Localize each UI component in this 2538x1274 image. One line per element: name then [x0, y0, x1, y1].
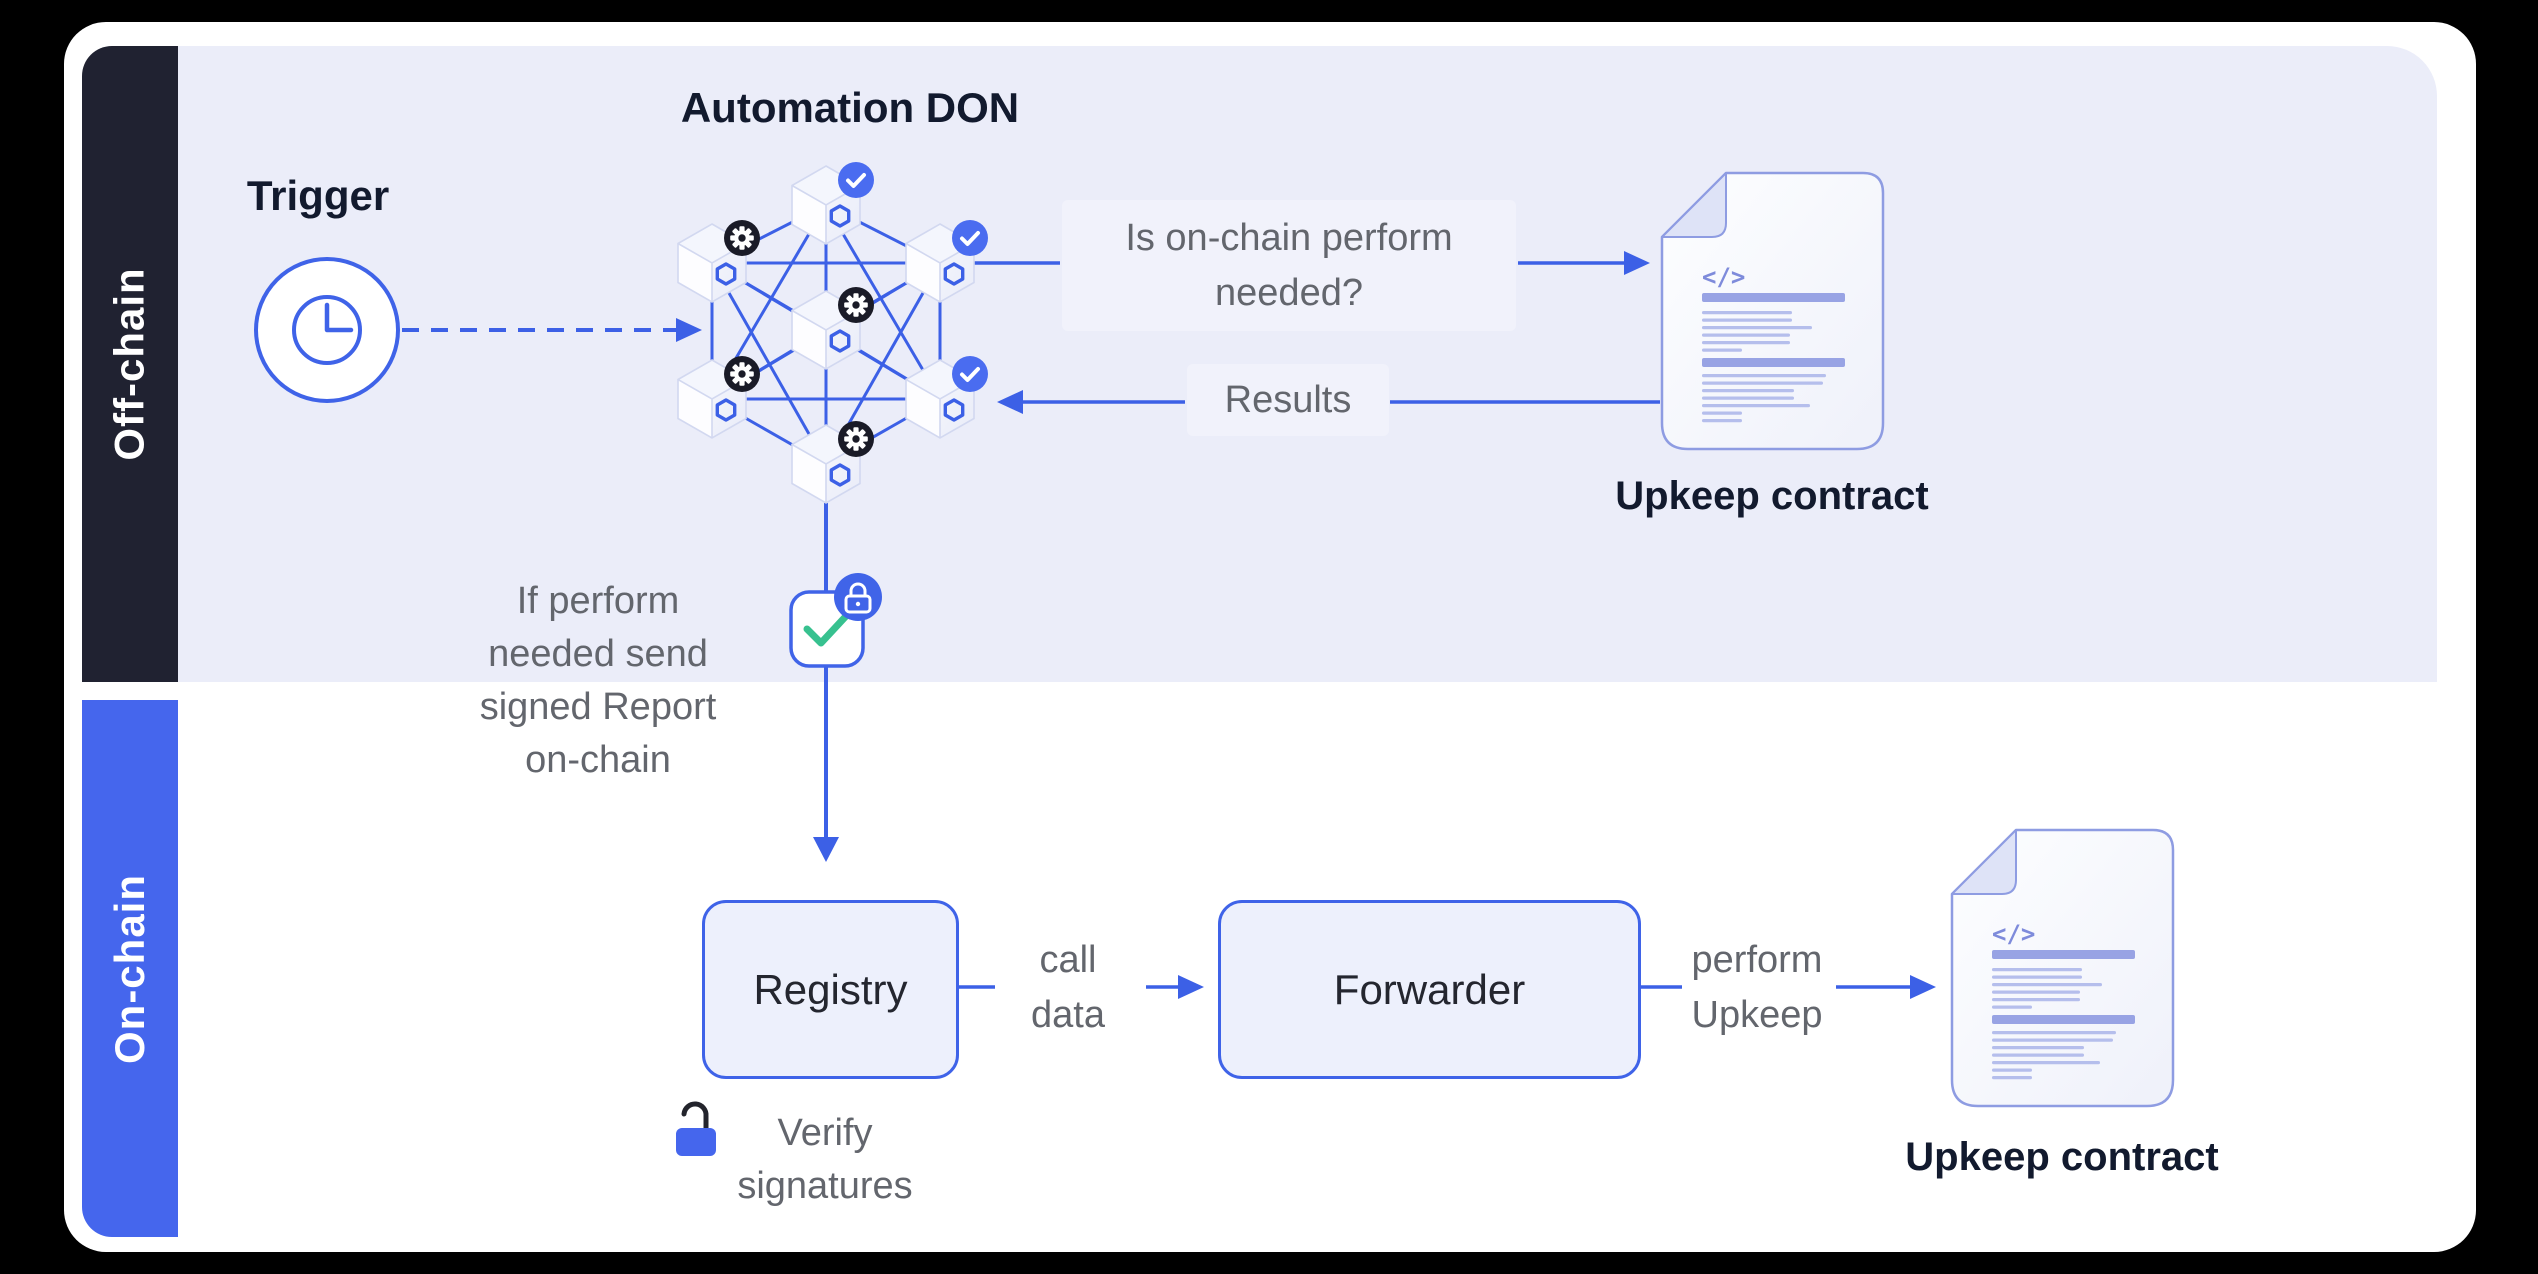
offchain-sidebar-label: Off-chain	[106, 267, 154, 461]
report-caption: If perform needed send signed Report on-…	[479, 580, 717, 781]
call-data-label: call data	[1031, 939, 1105, 1036]
onchain-sidebar-label: On-chain	[106, 873, 154, 1064]
forwarder-box: Forwarder	[1218, 900, 1641, 1079]
upkeep-contract-label-bottom: Upkeep contract	[1905, 1135, 2219, 1179]
question-label: Is on-chain perform needed?	[1062, 200, 1516, 331]
onchain-sidebar: On-chain	[82, 700, 178, 1237]
upkeep-contract-label-top: Upkeep contract	[1615, 474, 1929, 518]
offchain-sidebar: Off-chain	[82, 46, 178, 682]
don-title: Automation DON	[680, 84, 1020, 131]
trigger-label: Trigger	[246, 172, 390, 219]
verify-signatures-label: Verify signatures	[737, 1112, 913, 1207]
question-line-1: Is on-chain perform	[1125, 216, 1453, 259]
question-line-2: needed?	[1215, 271, 1363, 314]
registry-box: Registry	[702, 900, 959, 1079]
perform-upkeep-label: perform Upkeep	[1691, 939, 1823, 1036]
results-label: Results	[1187, 364, 1389, 436]
